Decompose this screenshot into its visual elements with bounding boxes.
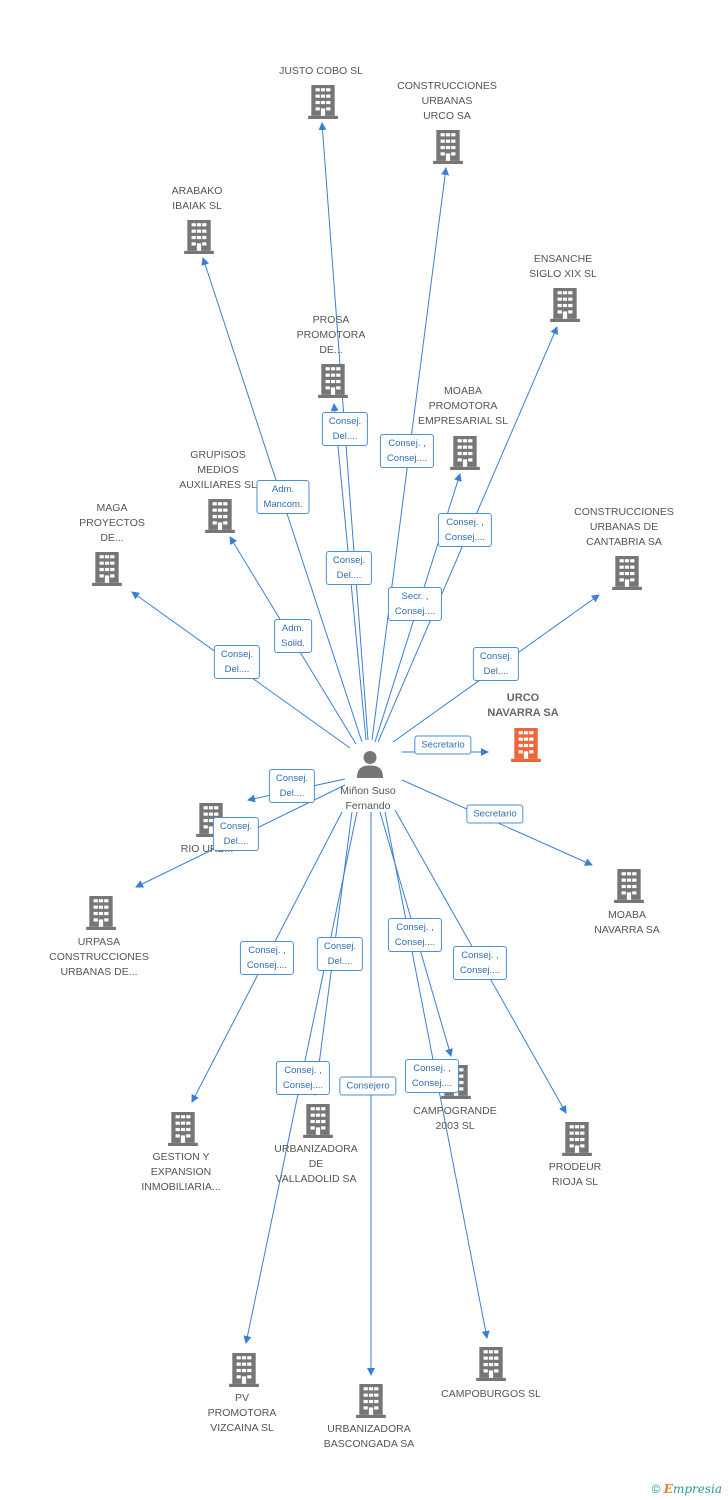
building-icon[interactable] [303,1104,333,1138]
edge-label-urbanizadora-valladolid[interactable]: Consej. Del.... [316,937,364,971]
building-icon[interactable] [356,1384,386,1418]
brand-rest: mpresia [672,1482,722,1496]
edge-label-rio-urbi[interactable]: Consej. Del.... [268,769,316,803]
edge-label-ensanche-siglo-xix[interactable]: Consej. , Consej.... [437,513,493,547]
building-icon[interactable] [92,552,122,586]
building-icon[interactable] [612,556,642,590]
edge-label-urbanizadora-bascongada[interactable]: Consejero [339,1076,397,1096]
building-icon[interactable] [318,364,348,398]
edge-label-pv-promotora[interactable]: Consej. , Consej.... [275,1061,331,1095]
building-icon[interactable] [184,220,214,254]
edge-label-campoburgos[interactable]: Consej. , Consej.... [404,1059,460,1093]
building-icon[interactable] [168,1112,198,1146]
footer-brand: © Empresia [652,1482,722,1496]
person-icon[interactable] [357,751,383,778]
building-icon[interactable] [450,436,480,470]
edge-label-construcciones-urbanas-urco[interactable]: Consej. , Consej.... [379,434,435,468]
building-icon[interactable] [86,896,116,930]
edge-label-prodeur-rioja[interactable]: Consej. , Consej.... [452,946,508,980]
building-icon[interactable] [476,1347,506,1381]
building-icon[interactable] [511,728,541,762]
building-icon[interactable] [308,85,338,119]
edge-label-prosa-promotora[interactable]: Consej. Del.... [325,551,373,585]
edge-label-urco-navarra[interactable]: Secretario [414,735,472,755]
brand-initial: E [663,1482,673,1496]
edge-label-justo-cobo[interactable]: Consej. Del.... [321,412,369,446]
building-icon[interactable] [433,130,463,164]
edge-label-moaba-promotora[interactable]: Secr. , Consej.... [387,587,443,621]
building-icon[interactable] [562,1122,592,1156]
building-icon[interactable] [205,499,235,533]
edge-label-moaba-navarra[interactable]: Secretario [466,804,524,824]
copyright-symbol: © [651,1482,661,1496]
edge-label-gestion-expansion[interactable]: Consej. , Consej.... [239,941,295,975]
edge-label-urpasa[interactable]: Consej. Del.... [212,817,260,851]
edge-label-arabako-ibaiak[interactable]: Adm. Mancom. [256,480,310,514]
edge-label-maga-proyectos[interactable]: Consej. Del.... [213,645,261,679]
building-icon[interactable] [229,1353,259,1387]
nodes-layer [86,85,644,1418]
edge-label-grupisos-medios[interactable]: Adm. Solid. [274,619,312,653]
edge-label-construcciones-cantabria[interactable]: Consej. Del.... [472,647,520,681]
building-icon[interactable] [550,288,580,322]
building-icon[interactable] [614,869,644,903]
edge-label-campogrande[interactable]: Consej. , Consej.... [387,918,443,952]
